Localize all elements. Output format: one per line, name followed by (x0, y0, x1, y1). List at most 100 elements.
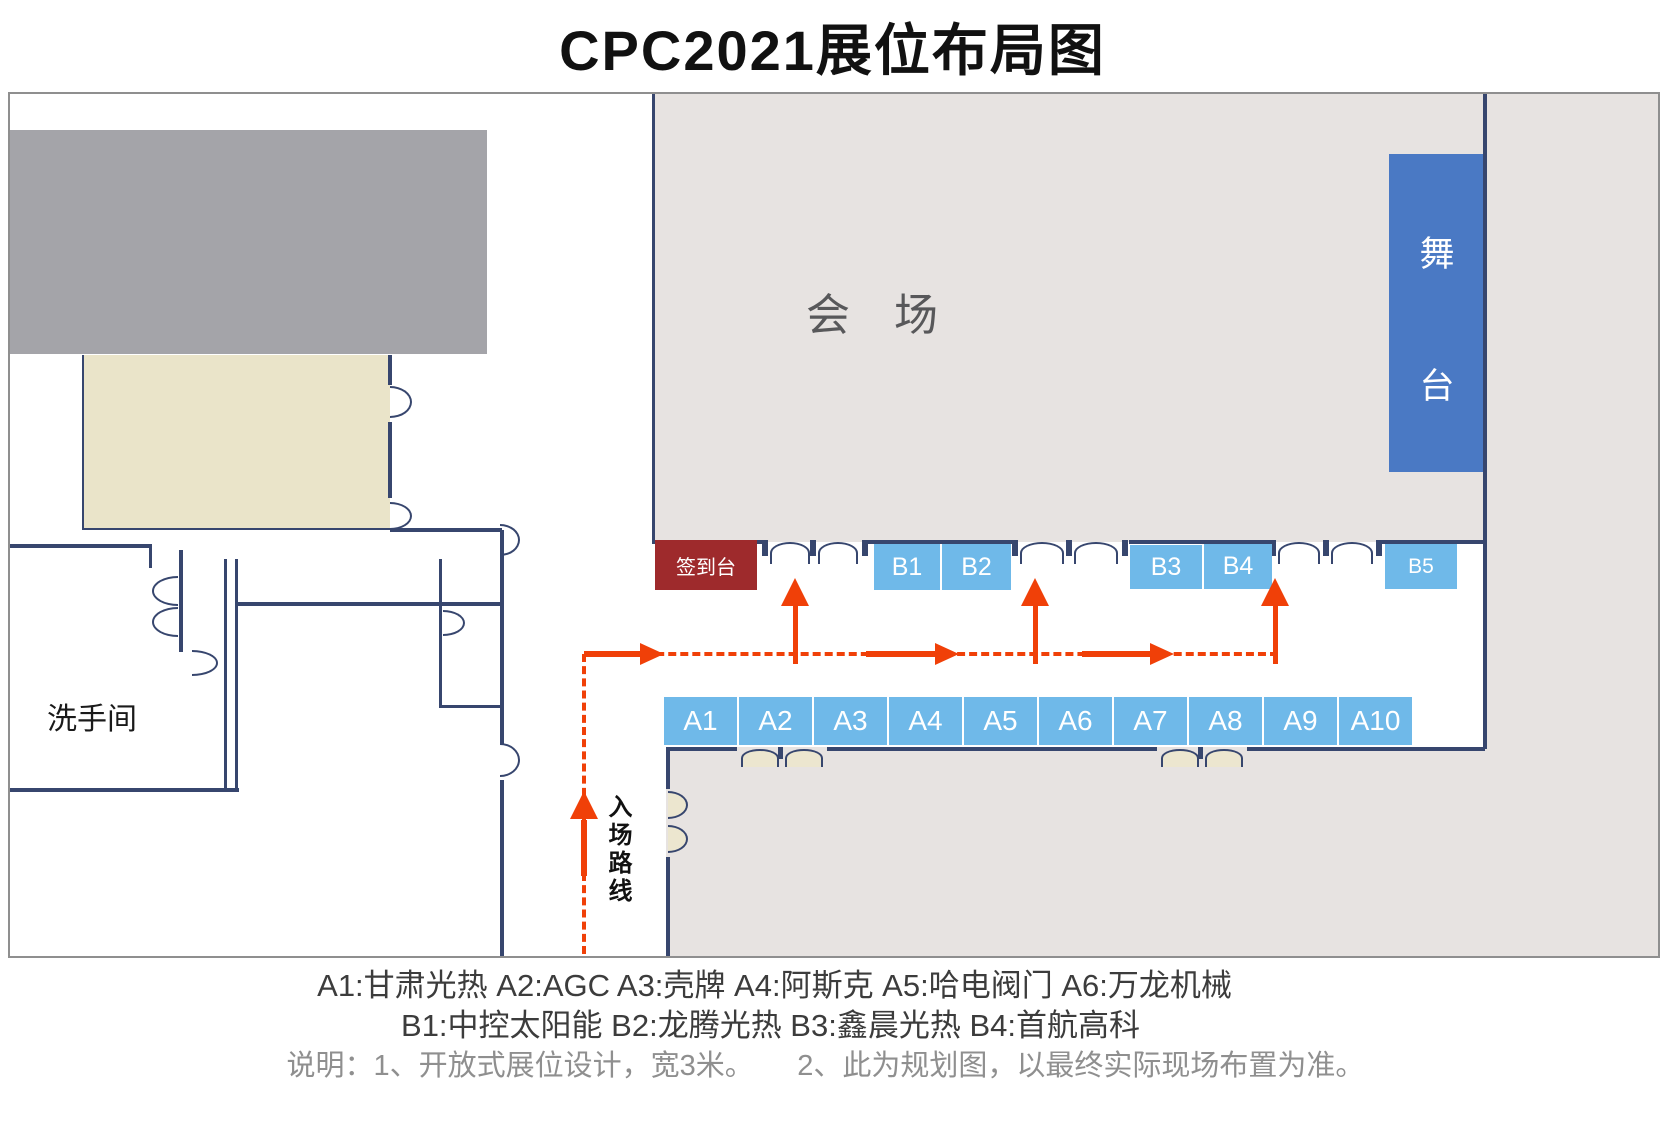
legend-line-b: B1:中控太阳能 B2:龙腾光热 B3:鑫晨光热 B4:首航高科 (401, 1008, 1140, 1043)
door-arc (741, 749, 779, 767)
door-post (1012, 540, 1018, 556)
booth-a4-label: A4 (908, 705, 943, 736)
route-solid-segment (584, 651, 642, 657)
beige-room (82, 355, 390, 530)
restroom-label: 洗手间 (47, 703, 137, 736)
wall-bottom-area-top-2 (827, 747, 1157, 751)
door-post (778, 747, 783, 759)
wall-corridor-south (237, 602, 502, 606)
booth-a3: A3 (814, 697, 887, 745)
route-arrowhead-right-2 (935, 643, 959, 665)
door-arc (390, 386, 412, 418)
door-arc (785, 749, 823, 767)
door-post (1066, 540, 1072, 556)
wall-restroom-bottom (10, 788, 239, 792)
door-arc (500, 743, 520, 777)
route-solid-segment (1082, 651, 1152, 657)
door-post (810, 540, 816, 556)
plan-note: 说明：1、开放式展位设计，宽3米。 2、此为规划图，以最终实际现场布置为准。 (286, 1050, 1365, 1082)
booth-a1: A1 (664, 697, 737, 745)
booth-b5-label: B5 (1408, 554, 1434, 578)
booth-b5: B5 (1385, 544, 1457, 589)
booth-a6-label: A6 (1058, 705, 1093, 736)
booth-a1-label: A1 (683, 705, 718, 736)
booth-a9-label: A9 (1283, 705, 1318, 736)
route-arrowhead-up-3 (1261, 578, 1289, 606)
route-up-arrow-stem-3 (1273, 606, 1278, 664)
wall-hall-right (1483, 94, 1487, 749)
route-solid-segment (866, 651, 936, 657)
booth-a3-label: A3 (833, 705, 868, 736)
door-arc (1205, 749, 1243, 767)
conference-hall (652, 94, 1485, 542)
route-entry-arrow-stem (581, 820, 587, 876)
legend-line-a: A1:甘肃光热 A2:AGC A3:壳牌 A4:阿斯克 A5:哈电阀门 A6:万… (317, 968, 1232, 1003)
door-post (862, 540, 868, 556)
booth-b3: B3 (1130, 545, 1202, 589)
door-arc (1074, 542, 1118, 564)
booth-a5-label: A5 (983, 705, 1018, 736)
wall-bottom-area-top-1 (666, 747, 737, 751)
booth-b1: B1 (874, 544, 940, 590)
signin-desk: 签到台 (655, 540, 757, 590)
booth-b4-label: B4 (1222, 552, 1254, 580)
door-arc (770, 542, 810, 564)
bottom-right-area (666, 747, 1658, 956)
floor-plan: 会 场 舞 台 签到台 B1 (8, 92, 1660, 958)
wall-bottom-area-left-2 (666, 857, 670, 956)
wall-entry-corridor-1 (500, 530, 504, 745)
booth-a10: A10 (1339, 697, 1412, 745)
wall-hall-bottom-4 (1382, 540, 1485, 544)
booth-b3-label: B3 (1150, 552, 1182, 581)
entry-route-label: 入场路线 (604, 794, 631, 906)
wall-restroom-right-outer (224, 559, 227, 788)
booth-a10-label: A10 (1350, 705, 1401, 736)
wall-nook-horizontal (439, 705, 503, 708)
booth-a7: A7 (1114, 697, 1187, 745)
route-arrowhead-right-1 (640, 643, 664, 665)
gray-building-block (10, 130, 487, 354)
wall-hall-bottom-2 (868, 540, 1014, 544)
door-post (1122, 540, 1128, 556)
stage-char-1: 舞 (1419, 235, 1455, 274)
booth-b2: B2 (942, 544, 1011, 590)
booth-b2-label: B2 (961, 552, 992, 581)
page-title: CPC2021展位布局图 (559, 19, 1106, 82)
door-arc (1020, 542, 1064, 564)
door-post (762, 540, 768, 556)
booth-a8-label: A8 (1208, 705, 1243, 736)
wall-nook-vertical (439, 559, 442, 708)
wall-bottom-area-left-1 (666, 747, 670, 789)
route-up-arrow-stem-2 (1033, 606, 1038, 664)
door-post (1198, 747, 1203, 759)
stage-char-2: 台 (1419, 367, 1455, 406)
door-arc (390, 502, 412, 530)
door-arc (1161, 749, 1199, 767)
wall-beige-right-1 (388, 355, 392, 385)
hall-label: 会 场 (806, 291, 938, 340)
booth-a6: A6 (1039, 697, 1112, 745)
wall-stub (179, 550, 183, 652)
wall-bottom-area-top-3 (1247, 747, 1485, 751)
wall-entry-corridor-2 (500, 780, 504, 956)
door-arc (1278, 542, 1320, 564)
door-arc (152, 607, 178, 637)
door-arc (152, 576, 178, 606)
booth-a7-label: A7 (1133, 705, 1168, 736)
booth-b4: B4 (1204, 544, 1272, 589)
door-arc (1331, 542, 1373, 564)
wall-beige-bottom-extension (390, 528, 502, 532)
booth-b1-label: B1 (891, 552, 923, 581)
booth-a2: A2 (739, 697, 812, 745)
booth-a9: A9 (1264, 697, 1337, 745)
door-post (1270, 540, 1276, 556)
route-entry-arrowhead (570, 791, 598, 819)
door-arc (192, 650, 218, 676)
booth-a8: A8 (1189, 697, 1262, 745)
wall-restroom-right-inner (235, 559, 238, 788)
door-arc (818, 542, 858, 564)
route-up-arrow-stem-1 (793, 606, 798, 664)
route-arrowhead-right-3 (1150, 643, 1174, 665)
wall-jamb (149, 544, 152, 568)
